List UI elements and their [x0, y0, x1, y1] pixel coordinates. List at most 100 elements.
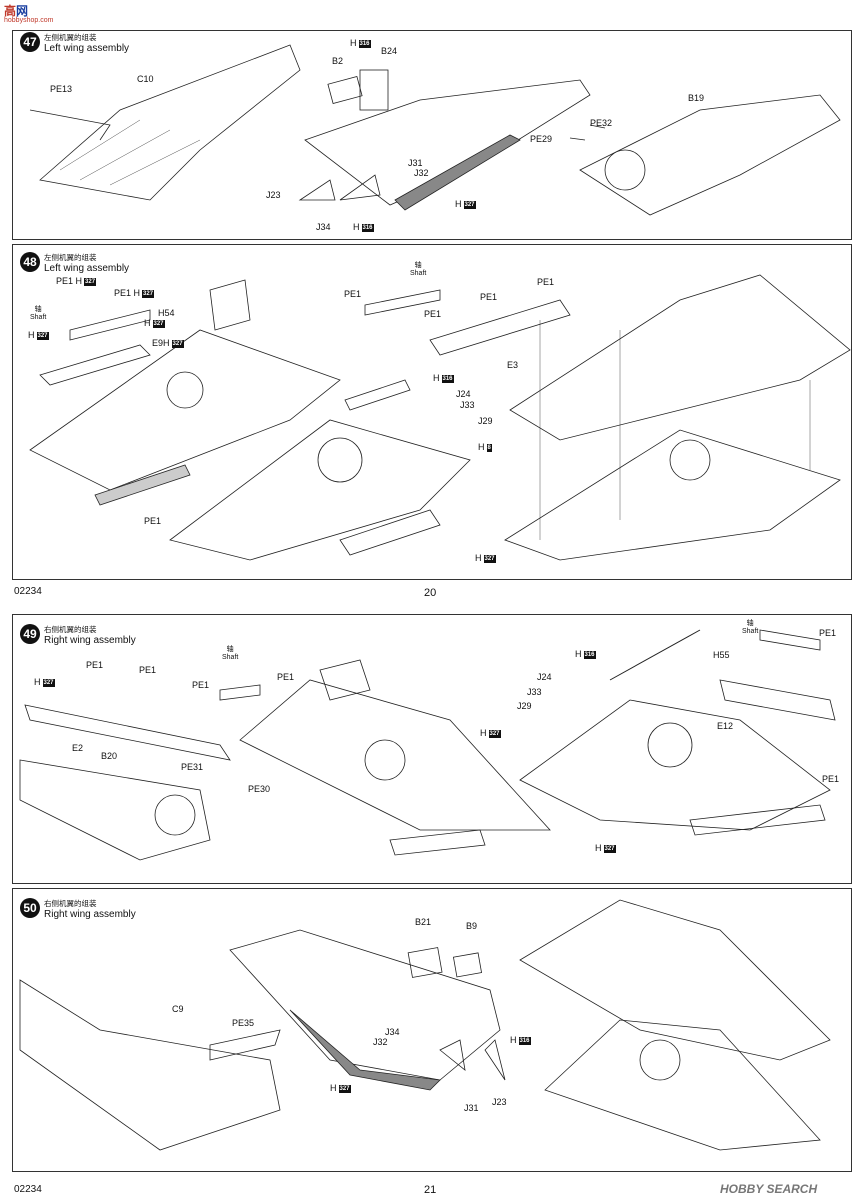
label-j24: J24 — [456, 389, 471, 399]
label-pe1-c: PE1 — [537, 277, 555, 287]
label-j31: J31 — [408, 158, 423, 168]
label-c9: C9 — [172, 1004, 184, 1014]
label-pe1-b: PE1 — [480, 292, 498, 302]
page-number-top: 20 — [424, 587, 437, 599]
step-47-panel — [12, 30, 852, 240]
step-47-number: 47 — [20, 32, 40, 52]
label-pe1-h: PE1 — [192, 680, 210, 690]
wing-step50-right — [519, 899, 831, 1151]
label-e3: E3 — [507, 360, 519, 370]
step-50-panel — [12, 888, 852, 1172]
wing-step49-middle — [239, 659, 551, 856]
label-pe1-a: PE1 — [344, 289, 362, 299]
step-48-header: 48 左侧机翼的组装 Left wing assembly — [20, 252, 129, 274]
step-48-title-en: Left wing assembly — [44, 263, 130, 274]
label-j29-b: J29 — [517, 701, 532, 711]
step-49-title-cn: 右侧机翼的组装 — [44, 625, 97, 634]
label-b20: B20 — [101, 751, 118, 761]
step-50-title-cn: 右侧机翼的组装 — [44, 899, 97, 908]
label-b2: B2 — [332, 56, 344, 66]
step-47-header: 47 左侧机翼的组装 Left wing assembly — [20, 32, 129, 54]
label-j34: J34 — [316, 222, 331, 232]
label-pe1-e: PE1 — [144, 516, 162, 526]
step-49-title-en: Right wing assembly — [44, 635, 136, 646]
wing-step50-middle — [229, 929, 506, 1091]
page-code-top: 02234 — [14, 586, 42, 597]
label-h55: H55 — [713, 650, 730, 660]
step-48-title-cn: 左侧机翼的组装 — [44, 253, 97, 262]
wing-c10-drawing — [29, 44, 301, 201]
page-number-bottom: 21 — [424, 1184, 437, 1196]
label-j23-b: J23 — [492, 1097, 507, 1107]
label-pe31: PE31 — [181, 762, 204, 772]
label-e12: E12 — [717, 721, 734, 731]
label-pe32: PE32 — [590, 118, 613, 128]
step-49-number: 49 — [20, 624, 40, 644]
wing-step48-middle — [169, 289, 571, 561]
page-code-bottom: 02234 — [14, 1184, 42, 1195]
label-pe30: PE30 — [248, 784, 271, 794]
wing-b19-drawing — [569, 94, 841, 216]
step-47-title-cn: 左侧机翼的组装 — [44, 33, 97, 42]
label-j34-b: J34 — [385, 1027, 400, 1037]
step-47-title-en: Left wing assembly — [44, 43, 130, 54]
label-b19: B19 — [688, 93, 705, 103]
wing-step49-right — [519, 629, 836, 836]
label-j33-b: J33 — [527, 687, 542, 697]
label-pe1-j: PE1 — [819, 628, 837, 638]
watermark-hobbysearch: HOBBY SEARCH — [720, 1182, 818, 1196]
wing-step50-left — [19, 979, 281, 1151]
step-48-panel — [12, 244, 852, 580]
watermark-logo-top: 高网 hobbyshop.com — [4, 4, 54, 24]
label-j31-b: J31 — [464, 1103, 479, 1113]
step-50-title-en: Right wing assembly — [44, 909, 136, 920]
label-pe1-g: PE1 — [139, 665, 157, 675]
label-j33: J33 — [460, 400, 475, 410]
label-b24: B24 — [381, 46, 398, 56]
label-pe1-d: PE1 — [424, 309, 442, 319]
step-49-panel — [12, 614, 852, 884]
label-j32: J32 — [414, 168, 429, 178]
label-pe13: PE13 — [50, 84, 73, 94]
watermark-url: hobbyshop.com — [4, 17, 54, 24]
step-50-header: 50 右侧机翼的组装 Right wing assembly — [20, 898, 136, 920]
label-h54: H54 — [158, 308, 175, 318]
label-pe1-f: PE1 — [86, 660, 104, 670]
step-49-header: 49 右侧机翼的组装 Right wing assembly — [20, 624, 136, 646]
label-pe35: PE35 — [232, 1018, 255, 1028]
label-e2: E2 — [72, 743, 84, 753]
label-b9: B9 — [466, 921, 478, 931]
wing-step49-left — [19, 684, 261, 861]
label-pe29: PE29 — [530, 134, 553, 144]
label-j29: J29 — [478, 416, 493, 426]
step-50-number: 50 — [20, 898, 40, 918]
label-j32-b: J32 — [373, 1037, 388, 1047]
label-c10: C10 — [137, 74, 154, 84]
wing-center-drawing — [298, 69, 591, 211]
label-j24-b: J24 — [537, 672, 552, 682]
label-j23: J23 — [266, 190, 281, 200]
wing-step48-right — [504, 274, 851, 561]
step-48-number: 48 — [20, 252, 40, 272]
